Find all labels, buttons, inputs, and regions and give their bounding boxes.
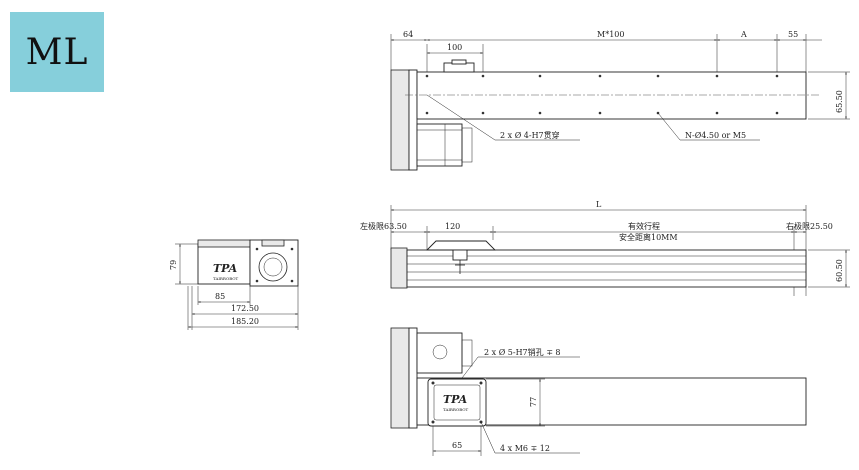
side-carriage-block [452,249,468,261]
callout-through-holes: 2 x Ø 4-H7贯穿 [500,130,560,140]
side-end-cap [390,247,408,289]
end-motor-top [197,239,251,248]
motor-block [416,123,463,167]
bottom-view: TPA TAIRROBOT 77 65 2 x Ø 5-H7销孔 ∓ 8 4 x… [390,327,807,456]
callout-n-holes: N-Ø4.50 or M5 [685,131,746,140]
rail-body [416,71,807,120]
dim-L: L [596,200,602,209]
rail-holes [425,74,779,115]
dim-65: 65 [452,441,462,450]
carriage-knob [451,59,467,65]
dim-stroke: 有效行程 [628,221,660,231]
bottom-carriage [427,378,487,427]
end-profile [249,239,299,287]
end-logo: TPA [213,262,238,275]
dim-60-50: 60.50 [835,259,844,282]
bottom-end-cap [390,327,410,429]
end-view: TPA TAIRROBOT 79 85 172.50 185.20 [169,239,299,330]
end-plate [408,69,418,171]
bottom-logo: TPA [443,393,468,406]
callout-pin-holes: 2 x Ø 5-H7销孔 ∓ 8 [484,347,561,357]
dim-a: A [740,30,747,39]
model-badge: ML [10,12,104,92]
dim-185-20: 185.20 [231,317,259,326]
bottom-logo-sub: TAIRROBOT [443,407,469,412]
dim-64: 64 [403,30,413,39]
side-carriage [425,240,497,251]
dim-172-50: 172.50 [231,304,259,313]
end-cap [390,69,410,171]
dim-85: 85 [215,292,225,301]
dim-left-limit: 左极限63.50 [360,221,407,231]
top-view: 64 100 M*100 A 55 65.50 2 x Ø [390,30,850,171]
dim-55: 55 [788,30,798,39]
dim-120: 120 [445,222,460,231]
dim-65-50: 65.50 [835,90,844,113]
dim-m100: M*100 [597,30,624,39]
dim-safety: 安全距离10MM [619,232,678,242]
dim-77: 77 [529,397,538,407]
callout-screw-holes: 4 x M6 ∓ 12 [500,444,550,453]
side-view: L 左极限63.50 120 有效行程 安全距离10MM 右极限25.50 60… [360,200,850,296]
end-motor-block [197,243,251,285]
bottom-end-plate [408,327,418,429]
model-label: ML [25,31,89,73]
dim-right-limit: 右极限25.50 [786,221,833,231]
dim-100: 100 [447,43,462,52]
end-logo-sub: TAIRROBOT [213,276,239,281]
bottom-motor [416,332,463,374]
dim-79: 79 [169,260,178,270]
